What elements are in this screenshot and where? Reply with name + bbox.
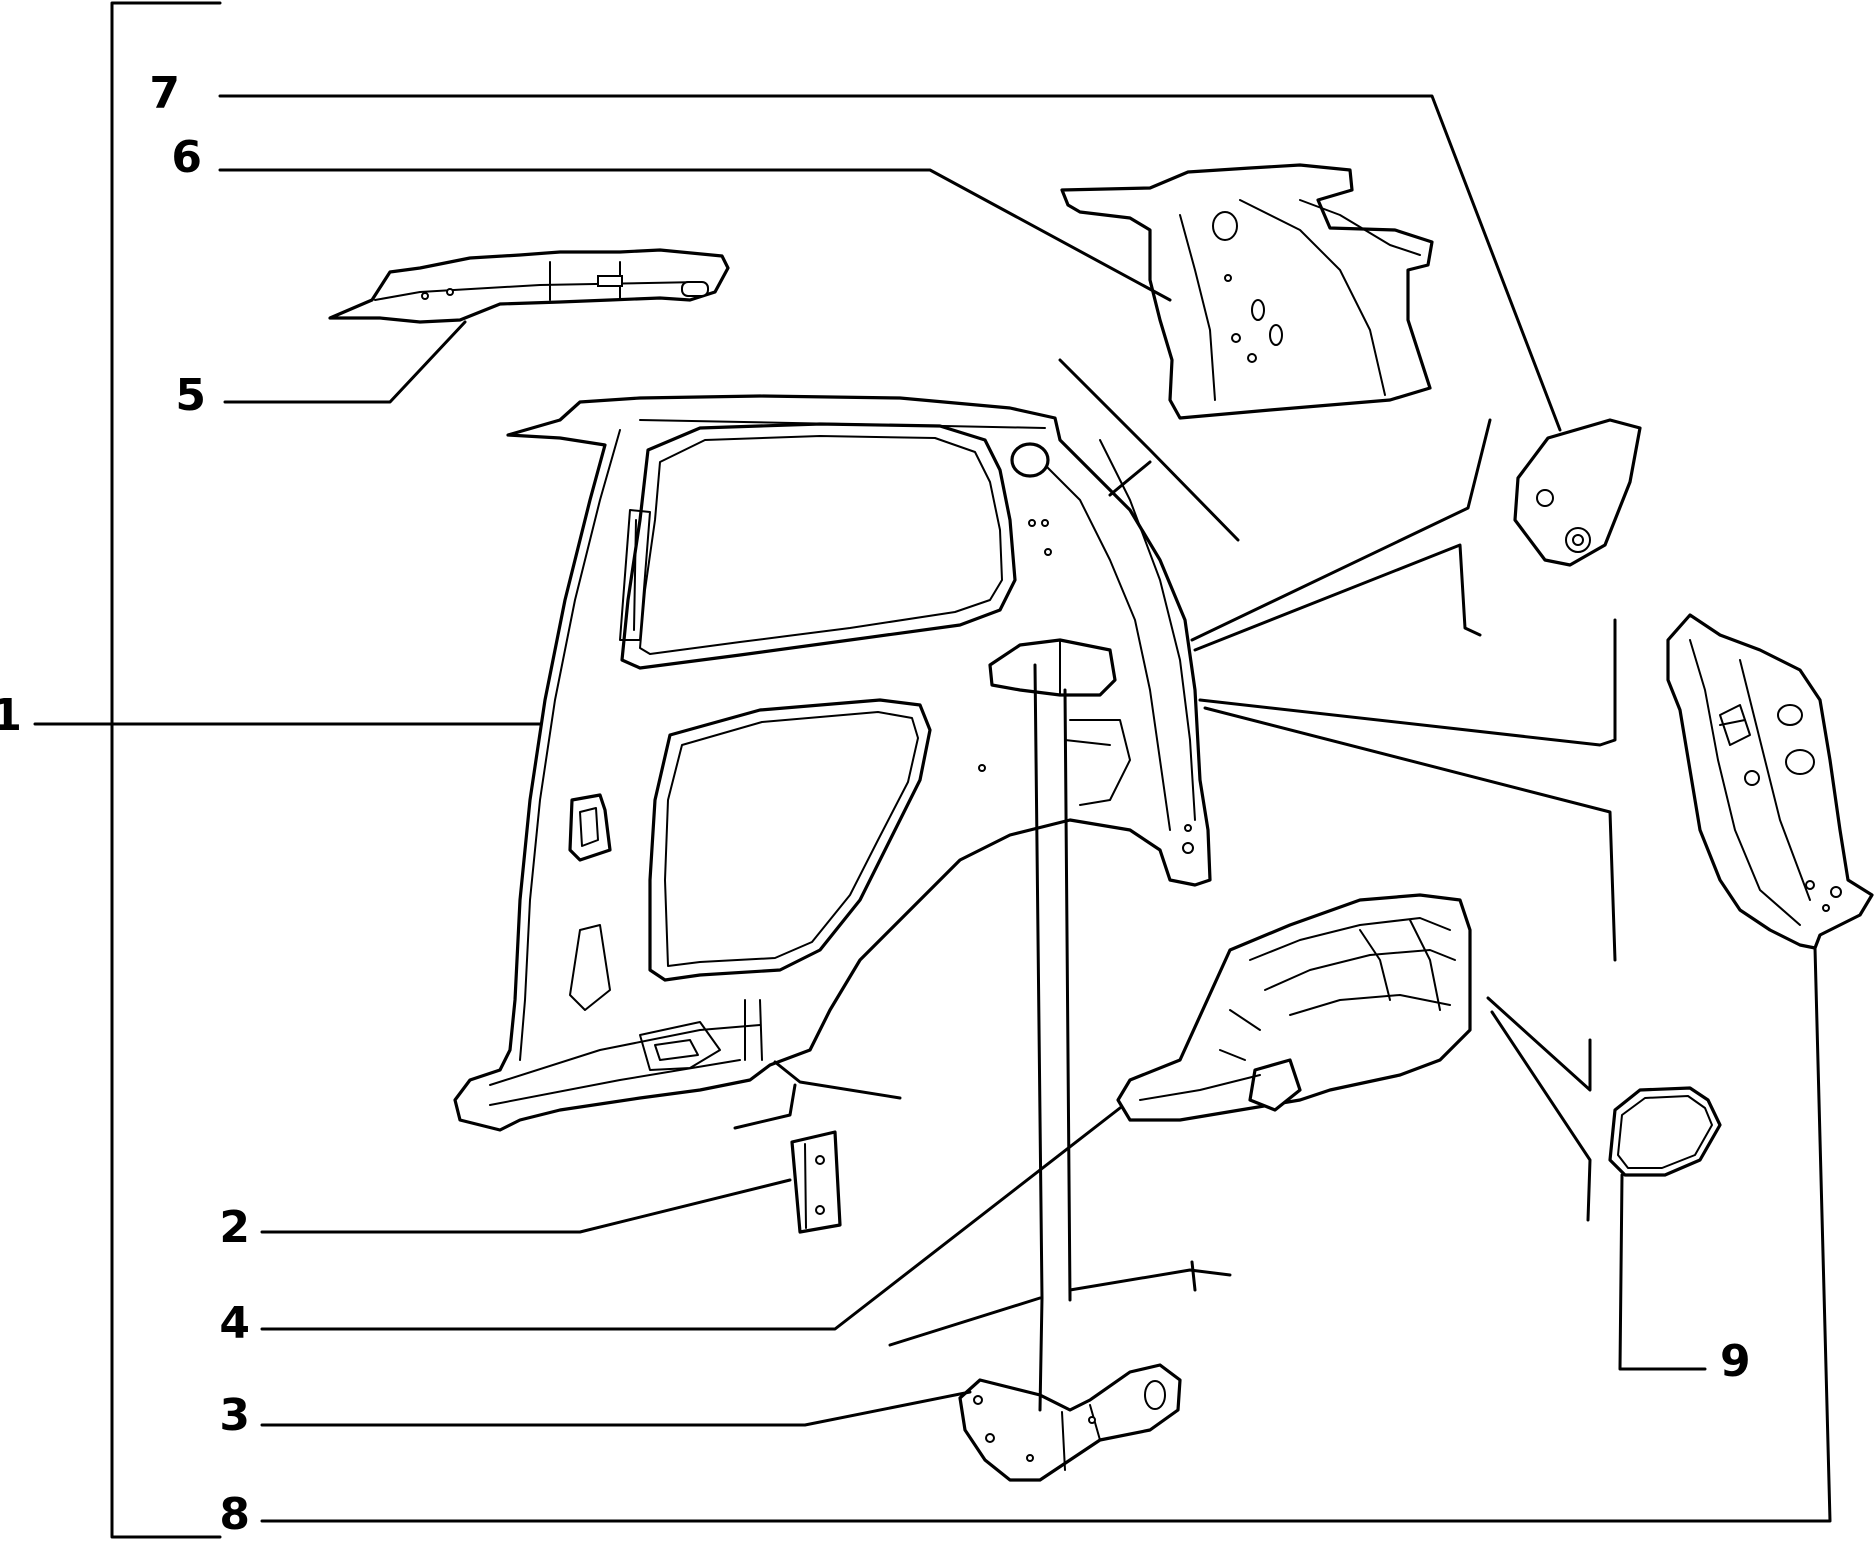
- callout-9: 9: [1720, 1336, 1751, 1387]
- part-5-roof-rail: [328, 248, 730, 324]
- callout-4: 4: [219, 1298, 250, 1349]
- callout-7: 7: [149, 68, 180, 119]
- callout-3: 3: [219, 1390, 250, 1441]
- part-8-rear-pillar-panel: [1666, 613, 1874, 950]
- leader-lines: [33, 94, 1832, 1523]
- callout-6: 6: [171, 132, 202, 183]
- part-6-pillar-reinforcement: [1060, 163, 1434, 420]
- part-1-side-panel: [453, 394, 1212, 1132]
- part-3-lower-bracket: [958, 1363, 1182, 1482]
- callout-8: 8: [219, 1489, 250, 1540]
- callout-1: 1: [0, 690, 22, 741]
- part-4-inner-wheelhouse: [1116, 893, 1472, 1122]
- callout-labels: 7 6 5 1 2 4 3 8 9: [0, 68, 1751, 1540]
- part-2-bracket: [790, 1130, 842, 1234]
- part-7-plate: [1513, 418, 1642, 567]
- callout-5: 5: [175, 370, 206, 421]
- callout-2: 2: [219, 1202, 250, 1253]
- group-bracket: [110, 1, 222, 1539]
- part-9-plug: [1608, 1086, 1722, 1177]
